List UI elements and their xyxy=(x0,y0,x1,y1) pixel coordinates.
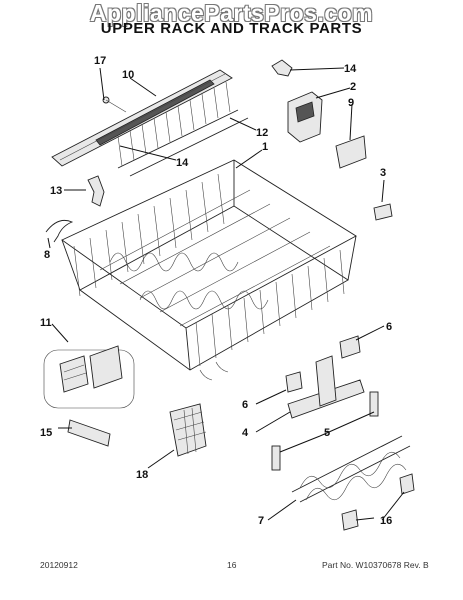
end-cap-part[interactable] xyxy=(341,473,415,531)
callout-9: 9 xyxy=(348,97,354,109)
footer-part-number: Part No. W10370678 Rev. B xyxy=(322,560,429,570)
watermark-logo: AppliancePartsPros.com xyxy=(89,0,374,26)
track-rail-part[interactable] xyxy=(51,69,233,167)
adjuster-housing-part[interactable] xyxy=(287,91,367,169)
latch-assembly-group[interactable] xyxy=(43,345,135,409)
footer-date: 20120912 xyxy=(40,560,78,570)
upper-rack-basket[interactable] xyxy=(61,159,357,381)
hook-part[interactable] xyxy=(45,219,74,243)
callout-15: 15 xyxy=(40,427,52,439)
callout-2: 2 xyxy=(350,81,356,93)
callout-1: 1 xyxy=(262,141,268,153)
callout-8: 8 xyxy=(44,249,50,261)
callout-5: 5 xyxy=(324,427,330,439)
callout-11: 11 xyxy=(40,317,52,329)
callout-14-top: 14 xyxy=(344,63,357,75)
callout-12: 12 xyxy=(256,127,268,139)
wire-tine-part[interactable] xyxy=(291,435,411,503)
callout-6-upper: 6 xyxy=(386,321,392,333)
callout-3: 3 xyxy=(380,167,386,179)
tine-row-part[interactable] xyxy=(117,81,249,177)
rail-bracket-part[interactable] xyxy=(67,419,111,447)
callout-17: 17 xyxy=(94,55,106,67)
adjuster-assembly-part[interactable] xyxy=(271,335,379,471)
callout-4: 4 xyxy=(242,427,249,439)
footer-page-number: 16 xyxy=(227,560,237,570)
callout-16: 16 xyxy=(380,515,392,527)
callout-18: 18 xyxy=(136,469,148,481)
callout-6-lower: 6 xyxy=(242,399,248,411)
cutlery-basket-part[interactable] xyxy=(169,403,207,457)
callout-13: 13 xyxy=(50,185,62,197)
page-title: UPPER RACK AND TRACK PARTS xyxy=(100,20,363,37)
stop-clip-part[interactable] xyxy=(373,203,393,221)
callout-10: 10 xyxy=(122,69,134,81)
callout-14-middle: 14 xyxy=(176,157,189,169)
callout-7: 7 xyxy=(258,515,264,527)
clip-part-top[interactable] xyxy=(271,59,293,77)
small-clip-part[interactable] xyxy=(87,175,105,207)
leader-lines xyxy=(47,67,405,521)
